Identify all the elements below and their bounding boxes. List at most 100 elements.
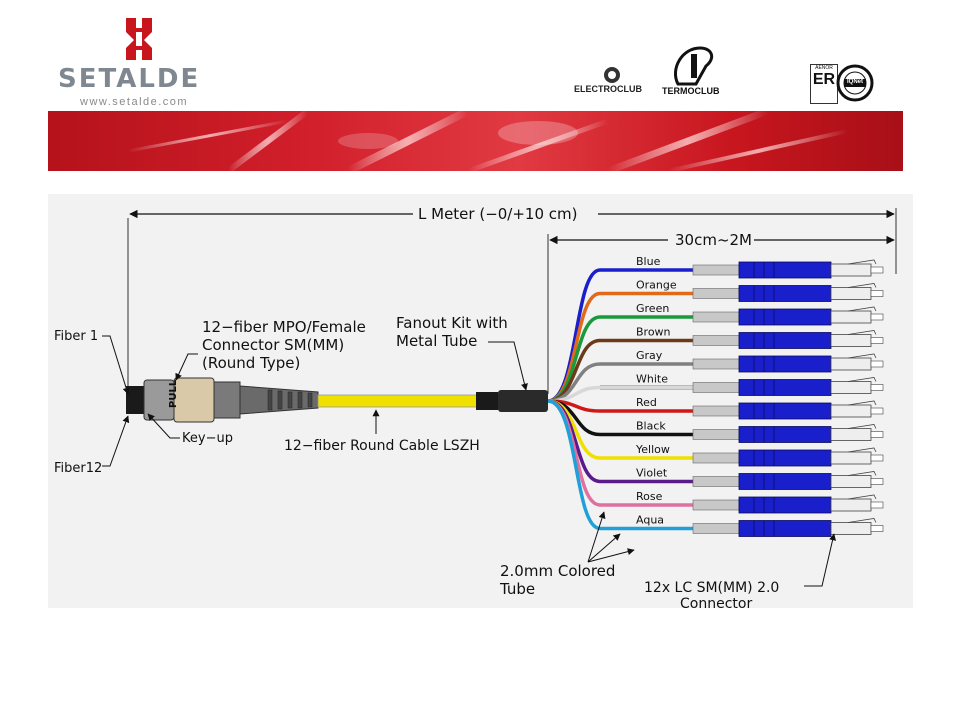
fiber-label-aqua: Aqua: [636, 514, 664, 527]
lc-latch: [847, 353, 877, 359]
svg-text:Connector: Connector: [680, 596, 752, 608]
lc-latch: [847, 400, 877, 406]
lc-ferrule-housing: [830, 498, 872, 512]
lc-ferrule: [870, 290, 884, 297]
svg-text:(Round Type): (Round Type): [202, 354, 300, 372]
brand-url: www.setalde.com: [80, 96, 189, 108]
lc-boot: [692, 452, 740, 464]
electroclub-logo: ELECTROCLUB: [572, 64, 652, 100]
lc-boot: [692, 358, 740, 370]
lc-latch: [847, 494, 877, 500]
keyup-label: Key−up: [182, 431, 233, 446]
lc-ferrule-housing: [830, 381, 872, 394]
lc-boot: [692, 523, 740, 534]
lc-ferrule: [870, 337, 884, 344]
lc-latch: [847, 518, 877, 523]
lc-connector-body: [738, 308, 832, 326]
svg-text:12−fiber MPO/Female: 12−fiber MPO/Female: [202, 318, 366, 336]
lc-connector-body: [738, 426, 832, 443]
lc-boot: [692, 405, 740, 417]
colored-tube-label: 2.0mm Colored Tube: [499, 562, 615, 598]
fiber-label-rose: Rose: [636, 490, 663, 503]
setalde-emblem-icon: [126, 18, 152, 60]
lc-ferrule-housing: [830, 310, 872, 324]
lc-ferrule: [870, 501, 884, 509]
length-label: L Meter (−0/+10 cm): [418, 205, 578, 223]
lc-ferrule-housing: [830, 404, 872, 418]
fiber-label-red: Red: [636, 396, 657, 409]
lc-connector-body: [738, 355, 832, 373]
lc-ferrule: [870, 407, 884, 415]
lc-ferrule: [870, 266, 884, 274]
svg-text:12x LC SM(MM) 2.0: 12x LC SM(MM) 2.0: [644, 580, 779, 596]
svg-text:2.0mm Colored: 2.0mm Colored: [500, 562, 615, 580]
lc-connector-body: [738, 285, 832, 302]
lc-ferrule: [870, 454, 884, 462]
pull-label: PULL: [168, 379, 179, 408]
lc-boot: [692, 335, 740, 346]
lc-latch: [847, 377, 877, 382]
lc-boot: [692, 288, 740, 299]
lc-connector-body: [738, 332, 832, 349]
fiber-label-orange: Orange: [636, 279, 677, 292]
lc-ferrule: [870, 478, 884, 485]
lc-boot: [692, 429, 740, 440]
lc-latch: [847, 424, 877, 429]
connector-label: 12−fiber MPO/Female Connector SM(MM) (Ro…: [202, 318, 366, 372]
fiber-fanout-group: BlueOrangeGreenBrownGrayWhiteRedBlackYel…: [547, 255, 884, 537]
lc-latch: [847, 447, 877, 453]
fiber-white-outline: [600, 385, 693, 390]
lc-ferrule: [870, 313, 884, 321]
svg-text:Metal Tube: Metal Tube: [396, 332, 477, 350]
aenor-logo: AENOR ER: [810, 64, 838, 104]
lc-boot: [692, 264, 740, 276]
page-header: SETALDE www.setalde.com ELECTROCLUB TERM…: [0, 0, 960, 110]
lc-connector-body: [738, 520, 832, 537]
lc-boot: [692, 311, 740, 323]
electroclub-label: ELECTROCLUB: [574, 84, 642, 94]
fiber-label-violet: Violet: [636, 467, 668, 480]
lc-latch: [847, 471, 877, 476]
lc-latch: [847, 306, 877, 312]
fanout-length-label: 30cm~2M: [675, 231, 752, 249]
fanout-kit: [476, 390, 548, 412]
iqnet-logo: IQNet: [836, 64, 874, 102]
fiber1-label: Fiber 1: [54, 329, 98, 344]
lc-ferrule-housing: [830, 263, 872, 277]
lc-connector-body: [738, 496, 832, 514]
mpo-connector: PULL: [126, 377, 319, 423]
lc-connector-label: 12x LC SM(MM) 2.0 Connector: [644, 580, 779, 612]
lc-ferrule: [870, 360, 884, 368]
lc-ferrule-housing: [830, 451, 872, 465]
lc-ferrule-housing: [830, 287, 872, 300]
lc-latch: [847, 283, 877, 288]
round-cable: [317, 394, 479, 408]
lc-latch: [847, 259, 877, 265]
fanout-kit-label: Fanout Kit with Metal Tube: [396, 314, 508, 350]
fiber12-label: Fiber12: [54, 461, 102, 476]
brand-name: SETALDE: [58, 64, 201, 94]
lc-boot: [692, 476, 740, 487]
er-mark: ER: [812, 71, 836, 88]
lc-connector-body: [738, 379, 832, 396]
lc-connector-body: [738, 402, 832, 420]
lc-ferrule: [870, 431, 884, 438]
svg-text:Connector SM(MM): Connector SM(MM): [202, 336, 344, 354]
lc-latch: [847, 330, 877, 335]
lc-ferrule: [870, 384, 884, 391]
lc-ferrule-housing: [830, 334, 872, 347]
lc-ferrule-housing: [830, 522, 872, 535]
lc-connector-body: [738, 473, 832, 490]
lc-ferrule-housing: [830, 475, 872, 488]
fiber-label-green: Green: [636, 302, 669, 315]
lc-connector-body: [738, 261, 832, 279]
fiber-label-white: White: [636, 373, 668, 386]
fiber-label-yellow: Yellow: [635, 443, 670, 456]
lc-ferrule-housing: [830, 428, 872, 441]
lc-connector-body: [738, 449, 832, 467]
cable-label: 12−fiber Round Cable LSZH: [284, 438, 480, 454]
svg-text:Tube: Tube: [499, 580, 535, 598]
lc-boot: [692, 499, 740, 511]
aenor-label: AENOR: [815, 65, 833, 71]
fiber-label-brown: Brown: [636, 326, 671, 339]
